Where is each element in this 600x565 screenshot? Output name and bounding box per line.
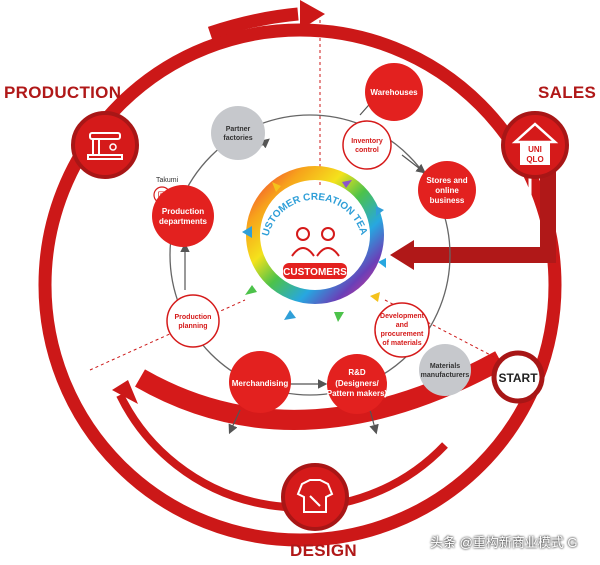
t-shirt-icon <box>296 479 334 513</box>
dev-line-4: of materials <box>382 340 421 347</box>
watermark-text: 头条 @重构新商业模式 G <box>430 535 578 550</box>
node-partner-factories: Partner factories <box>211 106 265 160</box>
color-ring <box>246 166 384 304</box>
planning-line-2: planning <box>178 323 207 330</box>
node-warehouses: Warehouses <box>365 63 423 121</box>
design-icon-node <box>281 463 349 531</box>
rnd-line-1: R&D <box>348 368 366 377</box>
merchandising-label: Merchandising <box>232 379 289 388</box>
marketing-label: Marketing <box>397 428 433 450</box>
node-materials-manufacturers: Materials manufacturers <box>419 344 471 396</box>
store-house-icon: UNI QLO <box>511 122 559 165</box>
logo-line-2: QLO <box>526 155 543 164</box>
node-production-departments: Production departments <box>152 185 214 247</box>
rnd-line-3: Pattern makers) <box>327 389 388 398</box>
left-arrow-head <box>112 380 138 404</box>
partner-line-2: factories <box>223 135 252 142</box>
stores-line-2: online <box>435 186 459 195</box>
sewing-machine-icon <box>87 132 123 160</box>
rnd-line-2: (Designers/ <box>335 379 379 388</box>
node-development: Development and procurement of materials <box>374 302 430 358</box>
sales-label: SALES <box>538 83 596 102</box>
hub-arrows <box>242 180 386 322</box>
node-stores: Stores and online business <box>418 161 476 219</box>
node-merchandising: Merchandising <box>229 351 291 413</box>
sales-arrow <box>408 165 556 263</box>
start-node: START <box>491 350 545 404</box>
inner-cycle <box>169 114 451 396</box>
inventory-line-1: Inventory <box>351 138 383 145</box>
outer-ring <box>38 23 562 547</box>
partner-line-1: Partner <box>226 126 251 133</box>
prod-depts-line-2: departments <box>159 217 208 226</box>
dev-line-3: procurement <box>381 331 424 338</box>
dev-line-1: Development <box>380 313 425 320</box>
node-inventory-control: Inventory control <box>342 120 392 170</box>
node-rnd: R&D (Designers/ Pattern makers) <box>327 354 388 414</box>
top-arrow-head <box>300 0 325 30</box>
dev-line-2: and <box>396 322 408 329</box>
prod-depts-line-1: Production <box>162 207 204 216</box>
planning-line-1: Production <box>175 314 212 321</box>
customers-label: CUSTOMERS <box>283 267 347 278</box>
design-label: DESIGN <box>290 541 357 560</box>
materials-line-1: Materials <box>430 363 460 370</box>
stores-line-3: business <box>430 196 465 205</box>
materials-line-2: manufacturers <box>421 372 470 379</box>
production-icon-node <box>71 111 139 179</box>
warehouses-label: Warehouses <box>370 88 418 97</box>
inventory-line-2: control <box>355 147 379 154</box>
inner-arc <box>116 393 448 512</box>
divider-left <box>89 299 246 371</box>
production-label: PRODUCTION <box>4 83 121 102</box>
sales-icon-node: UNI QLO <box>501 111 569 179</box>
two-people-icon <box>291 227 340 257</box>
stores-line-1: Stores and <box>426 176 467 185</box>
divider-right <box>384 299 501 361</box>
logo-line-1: UNI <box>528 145 542 154</box>
takumi-label: Takumi <box>156 177 179 184</box>
start-label: START <box>498 371 538 385</box>
node-production-planning: Production planning <box>166 294 220 348</box>
